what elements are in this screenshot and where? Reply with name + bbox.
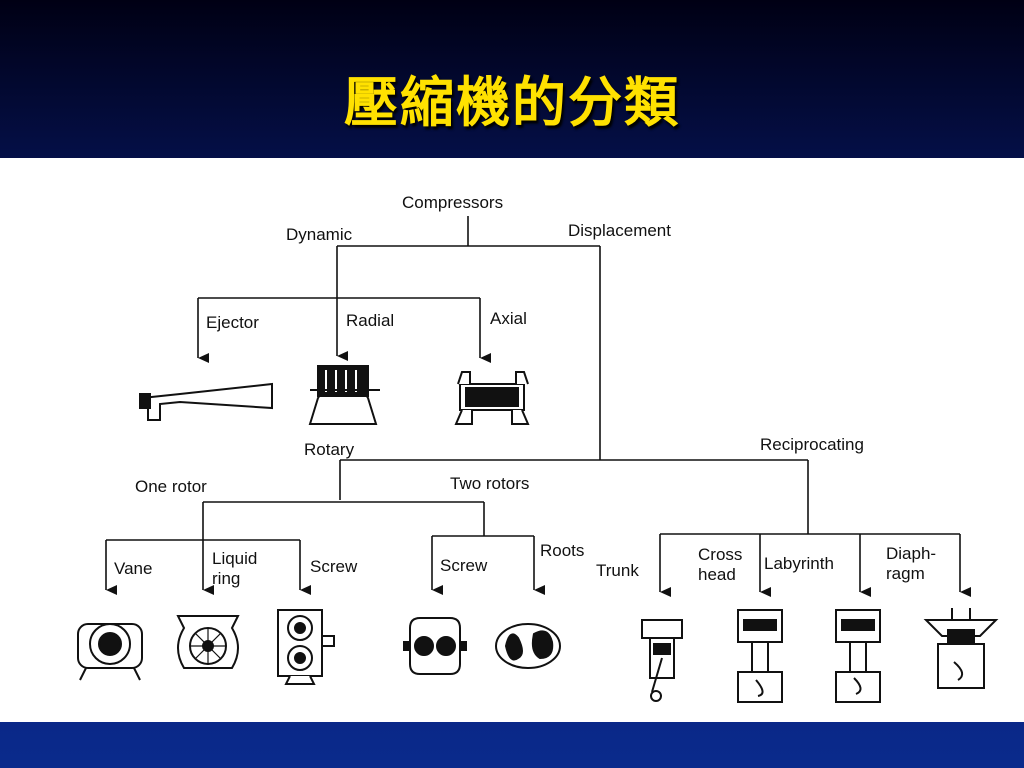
screw-one-rotor-illustration: [277, 609, 335, 685]
crosshead-label-2: head: [698, 565, 736, 584]
labyrinth-label: Labyrinth: [764, 554, 834, 573]
tree-connectors: [105, 216, 971, 597]
one-rotor-label: One rotor: [135, 477, 207, 496]
vane-compressor-illustration: [77, 623, 143, 681]
compressor-classification-diagram: Compressors Dynamic Displacement Ejector…: [77, 193, 999, 703]
reciprocating-label: Reciprocating: [760, 435, 864, 454]
roots-label: Roots: [540, 541, 584, 560]
screw-one-rotor-label: Screw: [310, 557, 358, 576]
roots-blower-illustration: [495, 623, 561, 669]
axial-label: Axial: [490, 309, 527, 328]
diaphragm-label-2: ragm: [886, 564, 925, 583]
crosshead-label-1: Cross: [698, 545, 742, 564]
vane-label: Vane: [114, 559, 152, 578]
screw-two-rotors-label: Screw: [440, 556, 488, 575]
tree-labels: Compressors Dynamic Displacement Ejector…: [114, 193, 936, 588]
rotary-label: Rotary: [304, 440, 355, 459]
two-rotors-label: Two rotors: [450, 474, 529, 493]
diagram-panel: Compressors Dynamic Displacement Ejector…: [0, 158, 1024, 722]
root-label: Compressors: [402, 193, 503, 212]
slide-title: 壓縮機的分類: [344, 70, 680, 134]
diaphragm-label-1: Diaph-: [886, 544, 936, 563]
trunk-piston-illustration: [641, 619, 683, 702]
liquid-ring-label-2: ring: [212, 569, 240, 588]
dynamic-label: Dynamic: [286, 225, 353, 244]
diaphragm-compressor-illustration: [923, 608, 999, 689]
screw-two-rotors-illustration: [403, 617, 467, 675]
crosshead-compressor-illustration: [737, 609, 783, 703]
trunk-label: Trunk: [596, 561, 639, 580]
ejector-label: Ejector: [206, 313, 259, 332]
ejector-illustration: [139, 382, 273, 421]
labyrinth-compressor-illustration: [835, 609, 881, 703]
liquid-ring-compressor-illustration: [176, 615, 240, 669]
liquid-ring-label-1: Liquid: [212, 549, 257, 568]
displacement-label: Displacement: [568, 221, 671, 240]
radial-compressor-illustration: [308, 365, 380, 425]
radial-label: Radial: [346, 311, 394, 330]
axial-compressor-illustration: [454, 371, 530, 425]
